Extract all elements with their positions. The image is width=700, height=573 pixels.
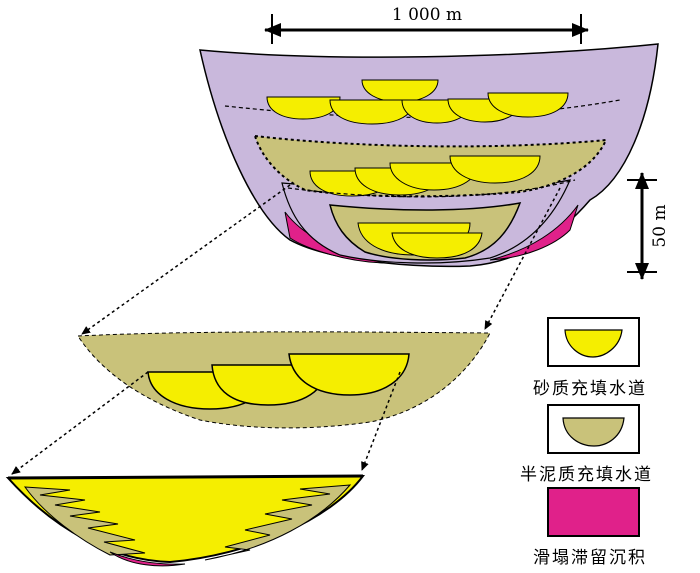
channel-complex-top [199,43,659,268]
enlarged-sand-channel [5,474,366,567]
horizontal-scale-label: 1 000 m [392,5,462,25]
legend-label-slump-lag-deposit: 滑塌滞留沉积 [533,548,647,568]
slump-lag-deposit-symbol [547,487,640,537]
legend-label-semi-mud-filled-channel: 半泥质充填水道 [520,465,653,485]
vertical-scale-bar: 50 m [627,172,670,280]
legend [547,317,640,537]
vertical-scale-label: 50 m [650,204,670,247]
projection-arrows [11,184,561,475]
enlarged-semi-mud-channel [77,331,491,429]
legend-label-sand-filled-channel: 砂质充填水道 [533,379,647,399]
semi-mud-filled-channel-symbol [547,404,640,454]
sand-filled-channel-symbol [547,317,640,367]
horizontal-scale-bar: 1 000 m [264,5,589,44]
